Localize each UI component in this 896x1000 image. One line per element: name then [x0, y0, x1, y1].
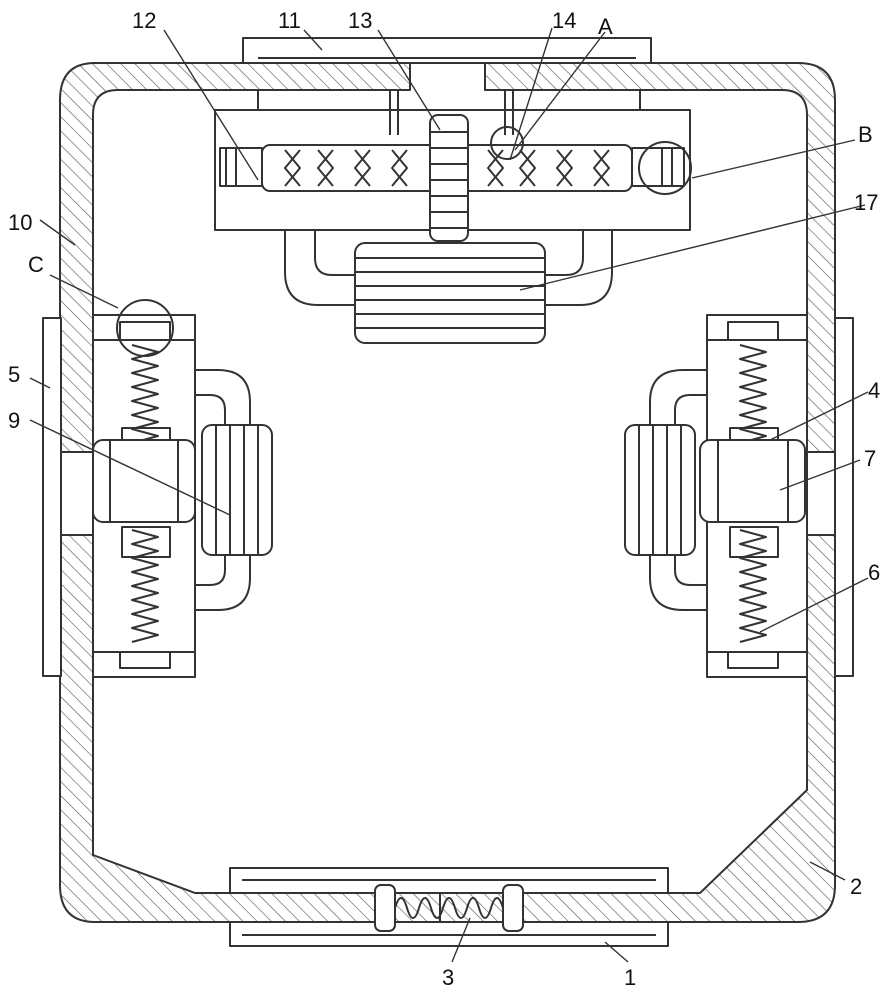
label-6: 6	[868, 560, 880, 585]
bottom-mechanism	[229, 867, 669, 947]
label-7: 7	[864, 446, 876, 471]
left-roller	[201, 424, 273, 556]
left-plate	[42, 317, 62, 677]
label-b: B	[858, 122, 873, 147]
right-lower-spring	[739, 529, 767, 643]
top-gear	[429, 114, 469, 242]
label-c: C	[28, 252, 44, 277]
detail-circle-b	[638, 141, 692, 195]
label-2: 2	[850, 874, 862, 899]
left-gear	[92, 439, 196, 523]
right-roller	[624, 424, 696, 556]
leader-lines	[29, 27, 869, 963]
label-9: 9	[8, 408, 20, 433]
label-5: 5	[8, 362, 20, 387]
label-12: 12	[132, 8, 156, 33]
label-13: 13	[348, 8, 372, 33]
label-14: 14	[552, 8, 576, 33]
right-gear	[699, 439, 806, 523]
callout-labels: 12 11 13 14 A B 17 10 C 5 4 9 7 6 2 3 1	[8, 8, 880, 990]
detail-circle-a	[490, 126, 524, 160]
right-mechanism	[624, 314, 854, 678]
label-11: 11	[278, 8, 301, 33]
label-17: 17	[854, 190, 878, 215]
label-1: 1	[624, 965, 636, 990]
top-plate-body	[242, 37, 652, 64]
label-a: A	[598, 14, 613, 39]
top-mechanism	[214, 90, 692, 344]
left-mechanism	[42, 299, 273, 678]
left-upper-spring	[131, 344, 159, 458]
left-lower-spring	[131, 529, 159, 643]
label-3: 3	[442, 965, 454, 990]
label-4: 4	[868, 378, 880, 403]
top-roller	[354, 242, 546, 344]
label-10: 10	[8, 210, 32, 235]
frame-right-lower	[439, 534, 836, 923]
bottom-spring	[394, 897, 504, 919]
top-plate	[242, 37, 652, 64]
right-plate	[834, 317, 854, 677]
right-upper-spring	[739, 344, 767, 458]
